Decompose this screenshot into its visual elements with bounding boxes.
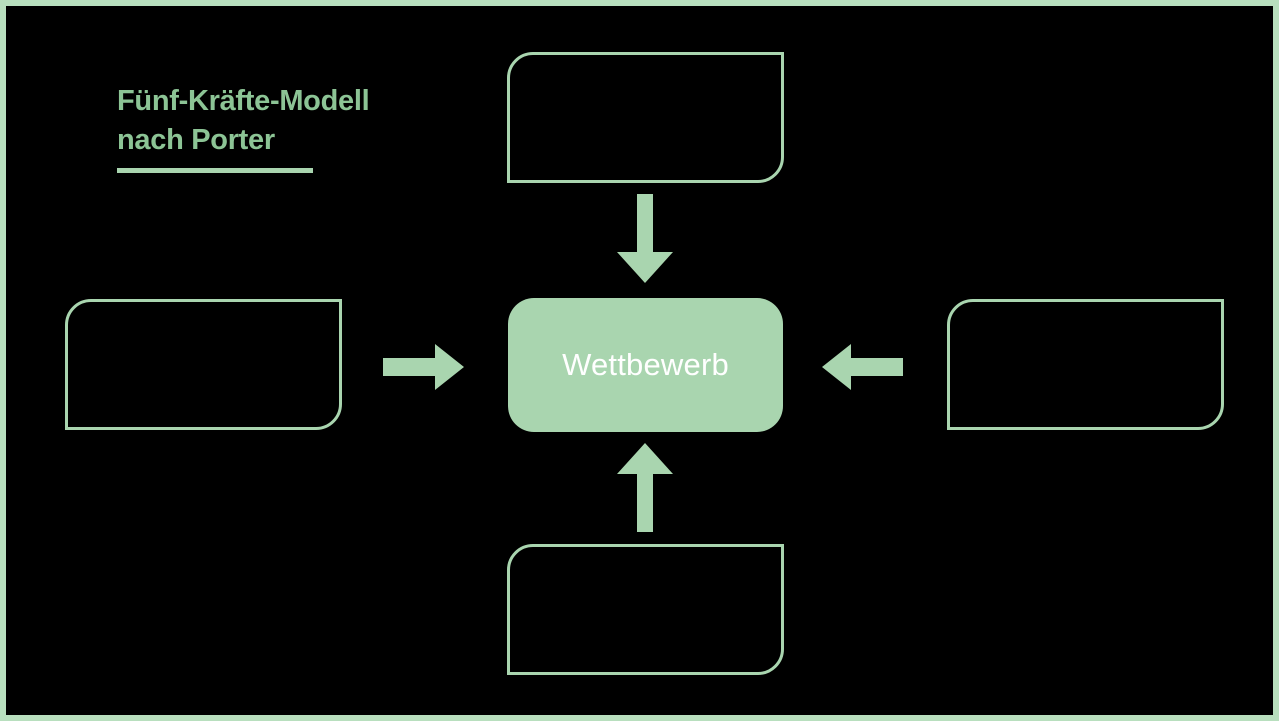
force-box-right-inner — [950, 302, 1221, 427]
force-box-left[interactable] — [65, 299, 342, 430]
center-box-label: Wettbewerb — [562, 347, 729, 382]
arrow-left-icon — [822, 344, 903, 390]
force-box-top[interactable] — [507, 52, 784, 183]
force-box-left-inner — [68, 302, 339, 427]
arrow-right-icon — [383, 344, 464, 390]
force-box-right[interactable] — [947, 299, 1224, 430]
title-underline-rule — [117, 168, 313, 174]
page-title: Fünf-Kräfte-Modell nach Porter — [117, 85, 370, 156]
arrow-up-icon — [617, 443, 673, 532]
arrow-down-icon — [617, 194, 673, 283]
title-block: Fünf-Kräfte-Modell nach Porter — [117, 82, 457, 174]
force-box-top-inner — [510, 55, 781, 180]
force-box-bottom-inner — [510, 547, 781, 672]
center-box-wettbewerb[interactable]: Wettbewerb — [508, 298, 783, 432]
force-box-bottom[interactable] — [507, 544, 784, 675]
